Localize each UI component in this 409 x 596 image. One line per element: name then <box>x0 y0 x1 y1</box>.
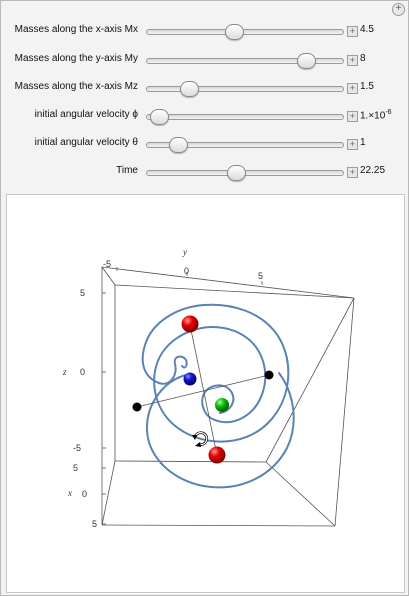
slider-theta-value: 1 <box>360 137 366 148</box>
slider-mz-thumb[interactable] <box>180 81 200 97</box>
plus-box-icon[interactable]: + <box>347 26 358 37</box>
plot-3d-canvas[interactable]: -5 0 5 y 5 0 -5 z 5 0 5 x <box>7 195 404 592</box>
slider-phi-label: initial angular velocity ϕ <box>34 109 138 120</box>
slider-theta-label: initial angular velocity θ <box>34 137 138 148</box>
mass-black-right <box>264 370 274 380</box>
rotate-cursor-icon <box>192 431 209 447</box>
box-edge <box>101 266 116 286</box>
x-tick-label: 5 <box>73 463 78 473</box>
x-tick-label: 5 <box>92 519 97 529</box>
mass-green <box>215 398 229 412</box>
z-axis-label: z <box>62 367 67 377</box>
box-edge <box>114 284 355 299</box>
box-edge <box>101 266 355 299</box>
slider-mz-value: 1.5 <box>360 81 374 92</box>
trajectory-curve-lower <box>145 372 295 489</box>
slider-time-label: Time <box>116 165 138 176</box>
box-edge <box>265 461 336 527</box>
slider-time-row: Time + 22.25 <box>1 162 409 182</box>
slider-theta-row: initial angular velocity θ + 1 <box>1 134 409 154</box>
slider-mx-track[interactable] <box>146 29 344 35</box>
connector-line <box>136 374 270 408</box>
slider-mz-row: Masses along the x-axis Mz + 1.5 <box>1 78 409 98</box>
y-tick-label: -5 <box>103 259 111 269</box>
plot-3d[interactable]: -5 0 5 y 5 0 -5 z 5 0 5 x <box>6 194 405 593</box>
slider-mx-row: Masses along the x-axis Mx + 4.5 <box>1 21 409 41</box>
slider-phi-value: 1.×10-6 <box>360 109 392 121</box>
box-edge <box>101 524 336 527</box>
slider-phi-track[interactable] <box>146 114 344 120</box>
slider-mx-label: Masses along the x-axis Mx <box>14 24 138 35</box>
slider-theta-track[interactable] <box>146 142 344 148</box>
box-edge <box>265 297 355 463</box>
slider-phi-thumb[interactable] <box>149 109 169 125</box>
slider-theta-thumb[interactable] <box>169 137 189 153</box>
plus-box-icon[interactable]: + <box>347 55 358 66</box>
slider-phi-value-exp: -6 <box>385 109 392 116</box>
plus-box-icon[interactable]: + <box>347 83 358 94</box>
slider-time-thumb[interactable] <box>227 165 246 181</box>
slider-my-label: Masses along the y-axis My <box>14 53 138 64</box>
slider-my-value: 8 <box>360 53 366 64</box>
slider-phi-value-base: 1.×10 <box>360 110 386 122</box>
connector-line <box>189 324 218 456</box>
box-edge <box>114 460 267 463</box>
slider-my-row: Masses along the y-axis My + 8 <box>1 50 409 70</box>
x-tick-label: 0 <box>82 489 87 499</box>
mass-black-left <box>132 402 142 412</box>
y-axis-label: y <box>182 247 187 257</box>
y-tick-label: 0 <box>184 266 189 276</box>
plus-box-icon[interactable]: + <box>347 111 358 122</box>
slider-mz-track[interactable] <box>146 86 344 92</box>
x-axis-label: x <box>67 488 72 498</box>
tick-marks <box>102 267 263 525</box>
mass-red-bottom <box>208 446 226 464</box>
slider-mx-value: 4.5 <box>360 24 374 35</box>
box-edge <box>334 297 355 527</box>
slider-my-track[interactable] <box>146 58 344 64</box>
plus-box-icon[interactable]: + <box>347 139 358 150</box>
connector-lines <box>136 324 270 456</box>
mass-red-top <box>181 315 199 333</box>
plus-circle-icon[interactable]: + <box>392 3 405 16</box>
mass-blue <box>183 372 197 386</box>
slider-mz-label: Masses along the x-axis Mz <box>14 81 138 92</box>
bounding-box <box>101 266 355 527</box>
slider-time-value: 22.25 <box>360 165 386 176</box>
z-tick-label: -5 <box>73 443 81 453</box>
z-tick-label: 0 <box>80 367 85 377</box>
slider-mx-thumb[interactable] <box>225 24 245 40</box>
slider-my-thumb[interactable] <box>297 53 317 69</box>
z-tick-label: 5 <box>80 288 85 298</box>
slider-phi-row: initial angular velocity ϕ + 1.×10-6 <box>1 106 409 126</box>
plus-box-icon[interactable]: + <box>347 167 358 178</box>
y-tick-label: 5 <box>258 271 263 281</box>
box-edge <box>101 460 116 526</box>
